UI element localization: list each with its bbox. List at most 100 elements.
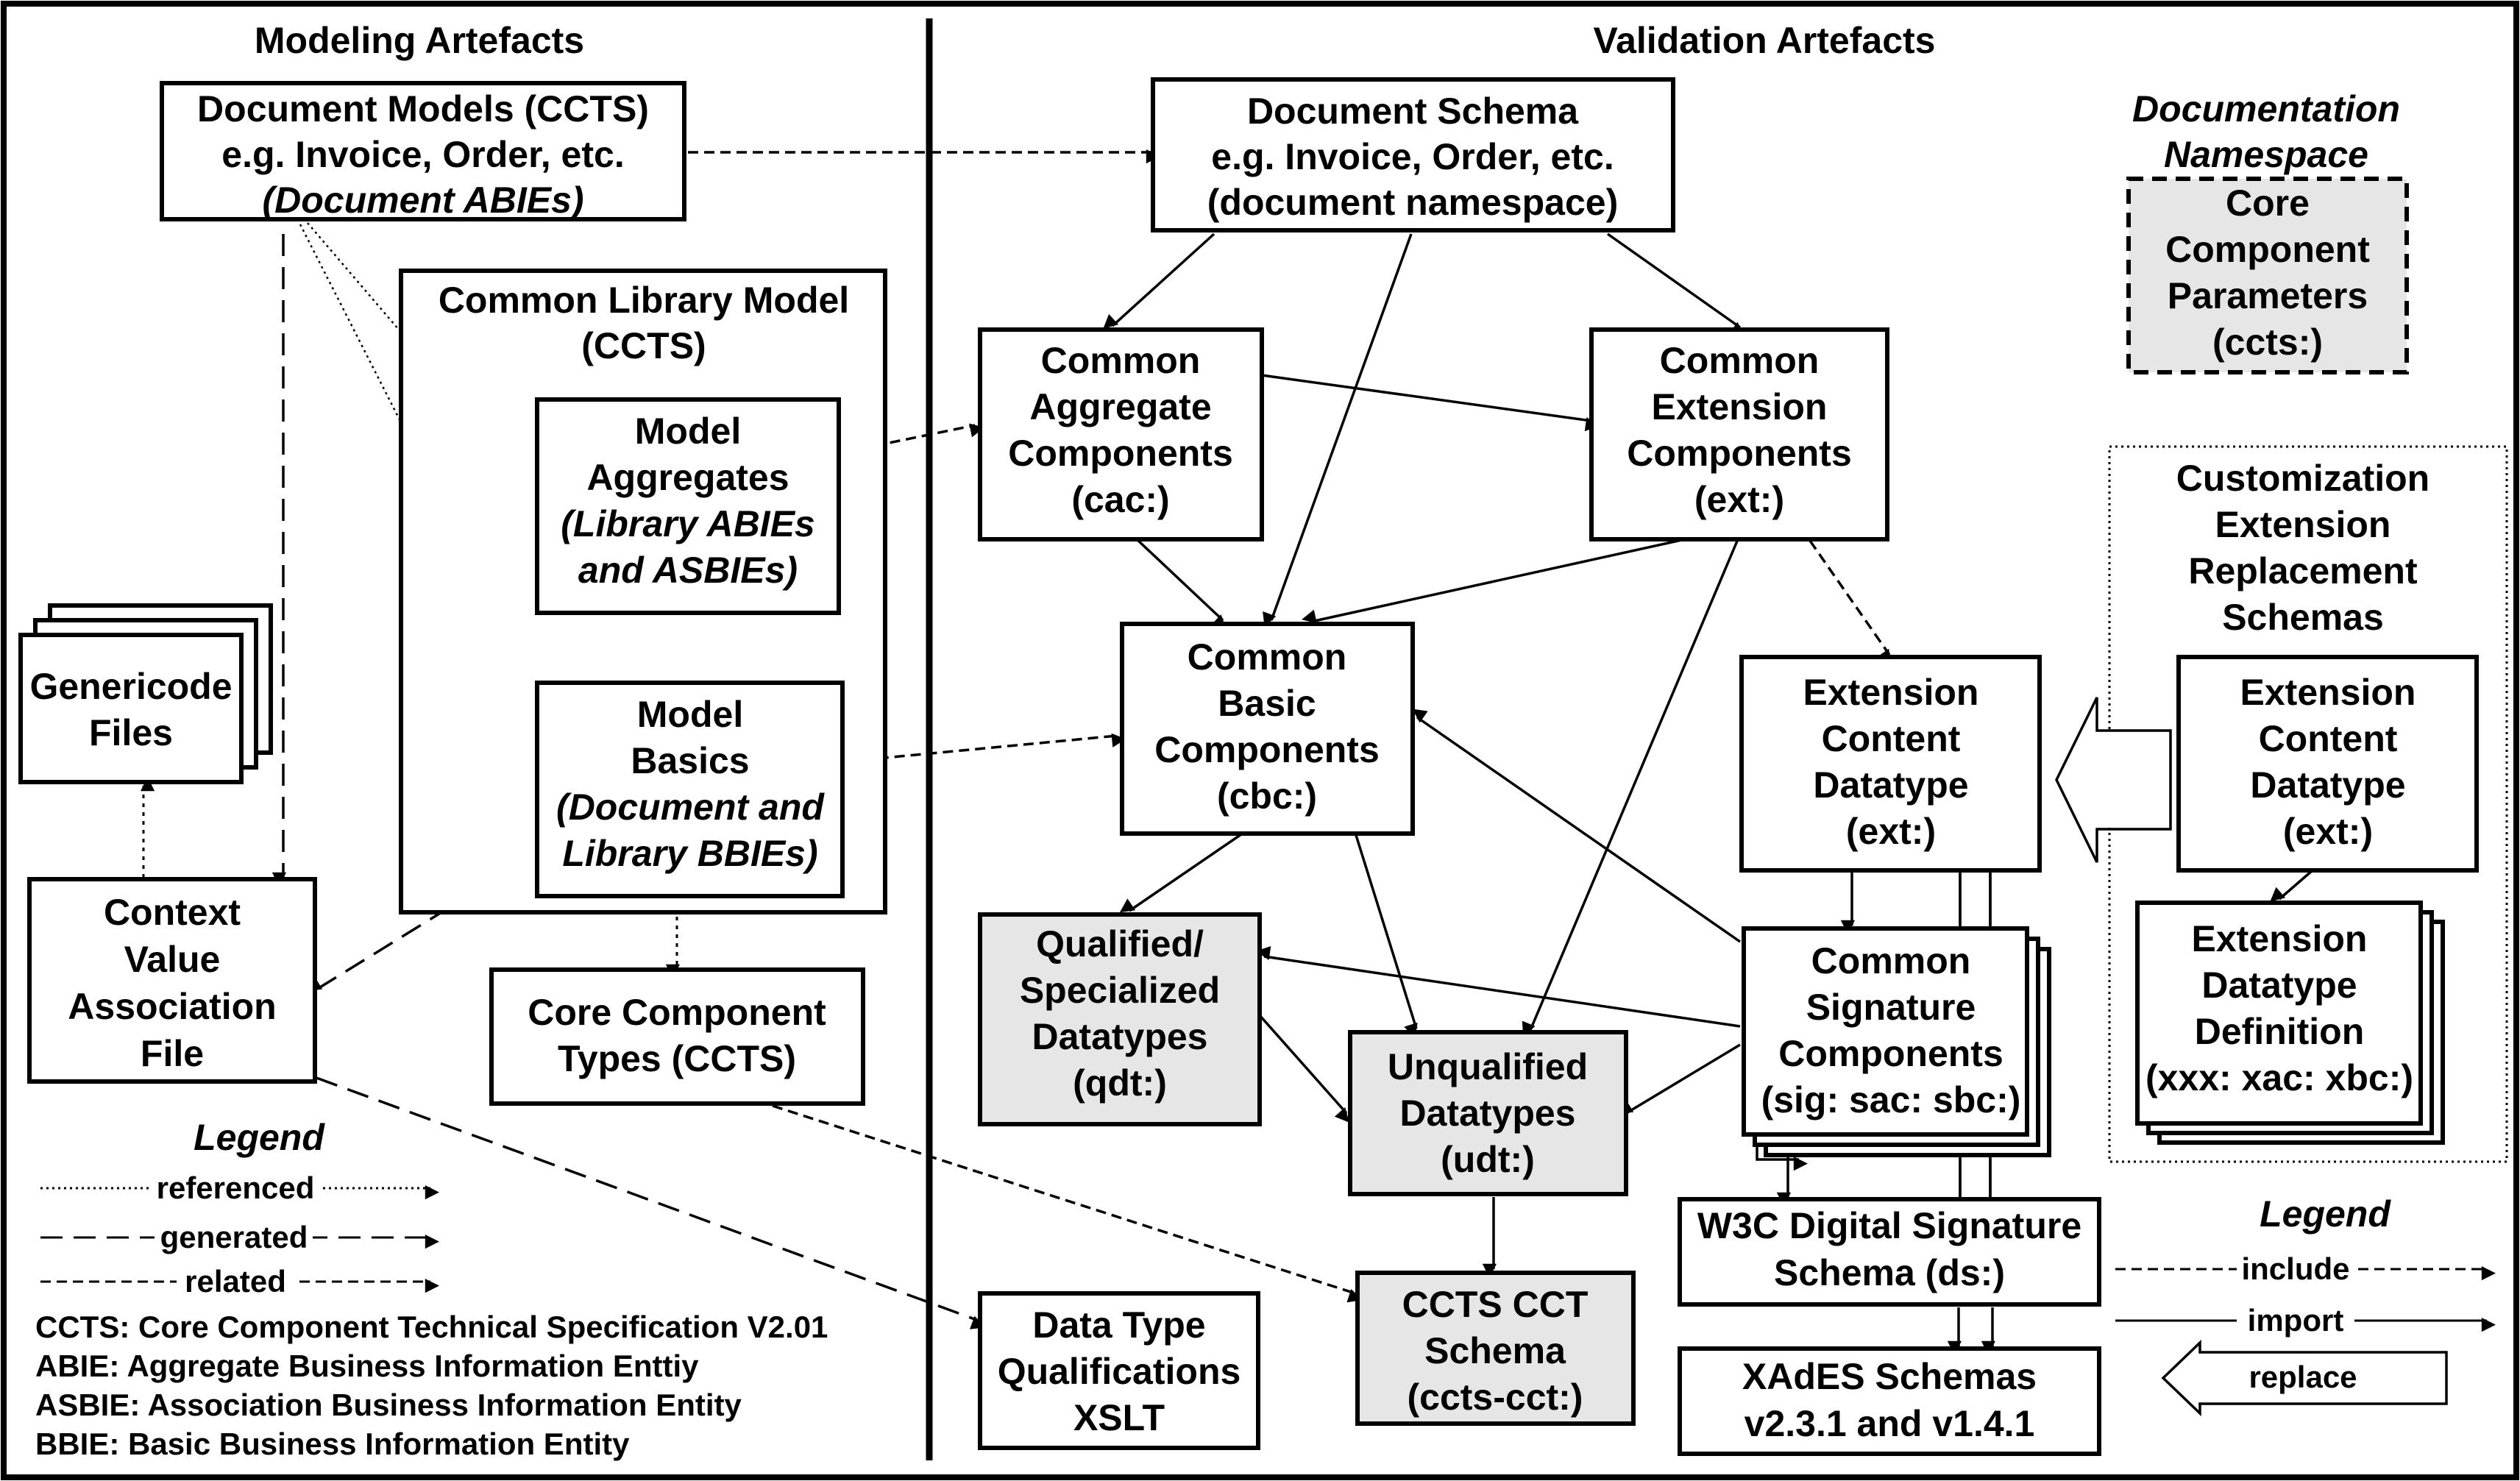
cbc-line-2: Basic [1218, 683, 1316, 724]
customization-line-3: Replacement [2188, 550, 2418, 592]
core-component-types-line-2: Types (CCTS) [558, 1038, 796, 1079]
ext-line-3: Components [1627, 433, 1852, 474]
extension-datatype-definition-box [2135, 901, 2423, 1126]
document-models-line-2: e.g. Invoice, Order, etc. [221, 134, 624, 175]
model-aggregates-box [535, 397, 841, 615]
ccp-line-1: Core [2226, 182, 2310, 224]
legend-right: Legend include import replace [2115, 1193, 2496, 1417]
validation-artefacts-heading: Validation Artefacts [1594, 20, 1936, 61]
edge-docschema-cbc [1263, 233, 1413, 628]
cct-schema-line-2: Schema [1424, 1330, 1566, 1371]
document-models-line-1: Document Models (CCTS) [197, 88, 649, 129]
ccp-line-2: Component [2165, 229, 2370, 270]
model-basics-line-1: Model [637, 694, 743, 735]
unqualified-datatypes-box [1348, 1030, 1628, 1196]
context-value-line-3: Association [68, 986, 276, 1027]
sig-line-2: Signature [1806, 987, 1976, 1028]
cbc-line-3: Components [1154, 729, 1380, 770]
document-schema-line-2: e.g. Invoice, Order, etc. [1211, 136, 1614, 177]
ecd-repl-line-1: Extension [2240, 672, 2416, 713]
abbreviation-asbie: ASBIE: Association Business Information … [35, 1388, 742, 1422]
legend-import-label: import [2248, 1303, 2344, 1338]
edd-line-4: (xxx: xac: xbc:) [2145, 1057, 2413, 1098]
qdt-line-1: Qualified/ [1036, 923, 1204, 965]
edge-context-datatype-xslt [316, 1076, 986, 1329]
edd-line-3: Definition [2195, 1011, 2365, 1052]
documentation-namespace-line-2: Namespace [2164, 134, 2368, 175]
legend-generated-label: generated [160, 1220, 308, 1254]
cct-schema-line-3: (ccts-cct:) [1408, 1377, 1583, 1418]
ccp-line-4: (ccts:) [2212, 322, 2323, 363]
qdt-line-3: Datatypes [1032, 1016, 1208, 1057]
sig-line-1: Common [1811, 940, 1971, 981]
context-value-line-2: Value [124, 939, 221, 980]
edge-extcontent-repl-def [2270, 869, 2314, 902]
edge-sig-udt [1617, 1043, 1741, 1114]
abbreviation-bbie: BBIE: Basic Business Information Entity [35, 1427, 630, 1461]
w3c-digital-signature-box [1678, 1197, 2101, 1307]
legend-replace-arrow [2161, 1339, 2448, 1417]
common-extension-components-box [1589, 327, 1889, 541]
model-aggregates-line-4: and ASBIEs) [578, 550, 798, 591]
model-basics-line-3: (Document and [556, 786, 825, 828]
edge-cct-types-ccts-schema [772, 1104, 1363, 1303]
box-labels: Document Models (CCTS) e.g. Invoice, Ord… [29, 88, 2430, 1444]
legend-left-title: Legend [194, 1117, 325, 1158]
context-value-line-1: Context [104, 892, 241, 933]
ecd-repl-line-3: Datatype [2250, 764, 2405, 806]
customization-line-1: Customization [2176, 458, 2430, 499]
document-schema-line-3: (document namespace) [1207, 182, 1618, 223]
genericode-line-2: Files [89, 712, 173, 753]
edge-ext-extcontent [1809, 539, 1892, 665]
ccts-cct-schema-box [1355, 1271, 1636, 1426]
abbreviation-ccts: CCTS: Core Component Technical Specifica… [35, 1310, 828, 1344]
xades-line-1: XAdES Schemas [1742, 1356, 2037, 1397]
edd-line-1: Extension [2192, 918, 2368, 959]
connections [141, 149, 2314, 1356]
udt-line-1: Unqualified [1388, 1046, 1588, 1087]
boxes [18, 77, 2479, 1456]
ecd-line-4: (ext:) [1846, 811, 1936, 852]
extension-content-datatype-box [1739, 655, 2042, 873]
cbc-line-1: Common [1188, 636, 1347, 678]
ext-line-1: Common [1660, 340, 1820, 381]
common-library-model-line-1: Common Library Model [439, 280, 849, 321]
ecd-line-2: Content [1822, 718, 1961, 759]
ext-line-4: (ext:) [1694, 479, 1784, 520]
qualified-datatypes-box [978, 912, 1262, 1126]
sig-line-3: Components [1778, 1033, 2003, 1074]
dtq-line-2: Qualifications [998, 1351, 1241, 1392]
common-basic-components-box [1120, 622, 1415, 836]
sig-line-4: (sig: sac: sbc:) [1761, 1079, 2021, 1120]
legend-replace-label: replace [2249, 1360, 2357, 1394]
edge-cac-cbc [1135, 538, 1227, 630]
cac-line-1: Common [1041, 340, 1201, 381]
edge-cbc-qdt [1119, 831, 1244, 913]
qdt-line-4: (qdt:) [1073, 1062, 1167, 1104]
edge-sig-cbc [1412, 708, 1741, 943]
edge-cac-ext [1261, 374, 1600, 432]
edge-cbc-udt [1354, 832, 1418, 1039]
edge-ext-udt [1522, 539, 1739, 1037]
dtq-line-1: Data Type [1032, 1304, 1205, 1346]
cbc-line-4: (cbc:) [1217, 775, 1317, 817]
model-basics-line-2: Basics [631, 740, 749, 781]
legend-right-title: Legend [2260, 1193, 2391, 1235]
cct-schema-line-1: CCTS CCT [1402, 1284, 1589, 1325]
model-aggregates-line-2: Aggregates [586, 457, 789, 498]
edge-basics-cbc [845, 733, 1126, 763]
document-schema-box [1151, 77, 1675, 232]
ecd-line-1: Extension [1803, 672, 1979, 713]
model-basics-box [535, 681, 845, 898]
cac-line-4: (cac:) [1071, 479, 1169, 520]
ext-line-2: Extension [1652, 386, 1828, 427]
edge-qdt-udt [1258, 1014, 1349, 1123]
document-schema-line-1: Document Schema [1247, 90, 1579, 132]
documentation-namespace-line-1: Documentation [2132, 88, 2400, 129]
model-aggregates-line-3: (Library ABIEs [561, 503, 814, 544]
qdt-line-2: Specialized [1020, 970, 1220, 1011]
ecd-repl-line-2: Content [2259, 718, 2398, 759]
modeling-artefacts-heading: Modeling Artefacts [255, 20, 584, 61]
